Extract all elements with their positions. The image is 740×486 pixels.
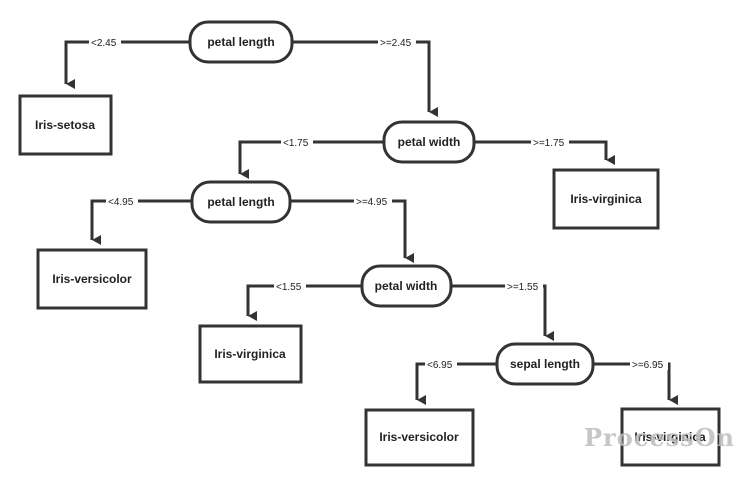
leaf-node[interactable]: Iris-setosa (18, 94, 113, 156)
decision-node[interactable]: petal length (188, 20, 294, 64)
edge-label-d1-d2: >=2.45 (380, 38, 412, 49)
leaf-node[interactable]: Iris-versicolor (364, 408, 475, 467)
decision-nodes: petal length petal width petal length pe… (188, 20, 595, 386)
edge-d3-d4 (290, 199, 414, 263)
decision-node[interactable]: petal length (190, 180, 292, 224)
leaf-node-label: Iris-virginica (634, 430, 706, 444)
edge-label-d1-l1: <2.45 (91, 38, 117, 49)
leaf-node[interactable]: Iris-virginica (620, 407, 721, 467)
edge-label-d2-d3: <1.75 (283, 138, 309, 149)
decision-node[interactable]: petal width (382, 120, 476, 164)
edge-d3-l3 (90, 199, 192, 245)
decision-node[interactable]: petal width (360, 264, 453, 308)
edge-label-d5-l6: >=6.95 (632, 360, 664, 371)
edge-d1-l1 (64, 40, 190, 89)
edge-label-d4-l4: <1.55 (276, 282, 302, 293)
decision-node[interactable]: sepal length (495, 342, 595, 386)
decision-node-label: sepal length (510, 357, 580, 371)
edge-d5-l5 (415, 362, 497, 405)
edge-label-d5-l5: <6.95 (427, 360, 453, 371)
leaf-nodes: Iris-setosa Iris-virginica Iris-versicol… (18, 94, 721, 467)
edge-d1-d2 (292, 40, 438, 117)
leaf-node-label: Iris-virginica (214, 347, 286, 361)
leaf-node-label: Iris-virginica (570, 192, 642, 206)
decision-node-label: petal length (207, 195, 274, 209)
leaf-node[interactable]: Iris-virginica (198, 324, 303, 384)
decision-node-label: petal length (207, 35, 274, 49)
edge-label-d3-l3: <4.95 (108, 197, 134, 208)
edge-d2-l2 (474, 140, 615, 165)
edge-d2-d3 (238, 140, 384, 179)
leaf-node-label: Iris-setosa (35, 118, 95, 132)
edge-labels: <2.45 >=2.45 <1.75 >=1.75 <4.95 >=4.95 <… (89, 35, 668, 371)
edge-label-d2-l2: >=1.75 (533, 138, 565, 149)
edge-d4-l4 (246, 284, 362, 321)
edges (64, 40, 678, 405)
decision-node-label: petal width (398, 135, 461, 149)
leaf-node[interactable]: Iris-virginica (552, 168, 660, 230)
edge-label-d3-d4: >=4.95 (356, 197, 388, 208)
leaf-node-label: Iris-versicolor (52, 272, 132, 286)
leaf-node[interactable]: Iris-versicolor (36, 248, 148, 310)
watermark-logo: ProcessOn (584, 423, 735, 452)
decision-node-label: petal width (375, 279, 438, 293)
edge-label-d4-d5: >=1.55 (507, 282, 539, 293)
edge-d4-d5 (451, 284, 554, 341)
edge-d5-l6 (593, 362, 678, 405)
leaf-node-label: Iris-versicolor (379, 430, 459, 444)
